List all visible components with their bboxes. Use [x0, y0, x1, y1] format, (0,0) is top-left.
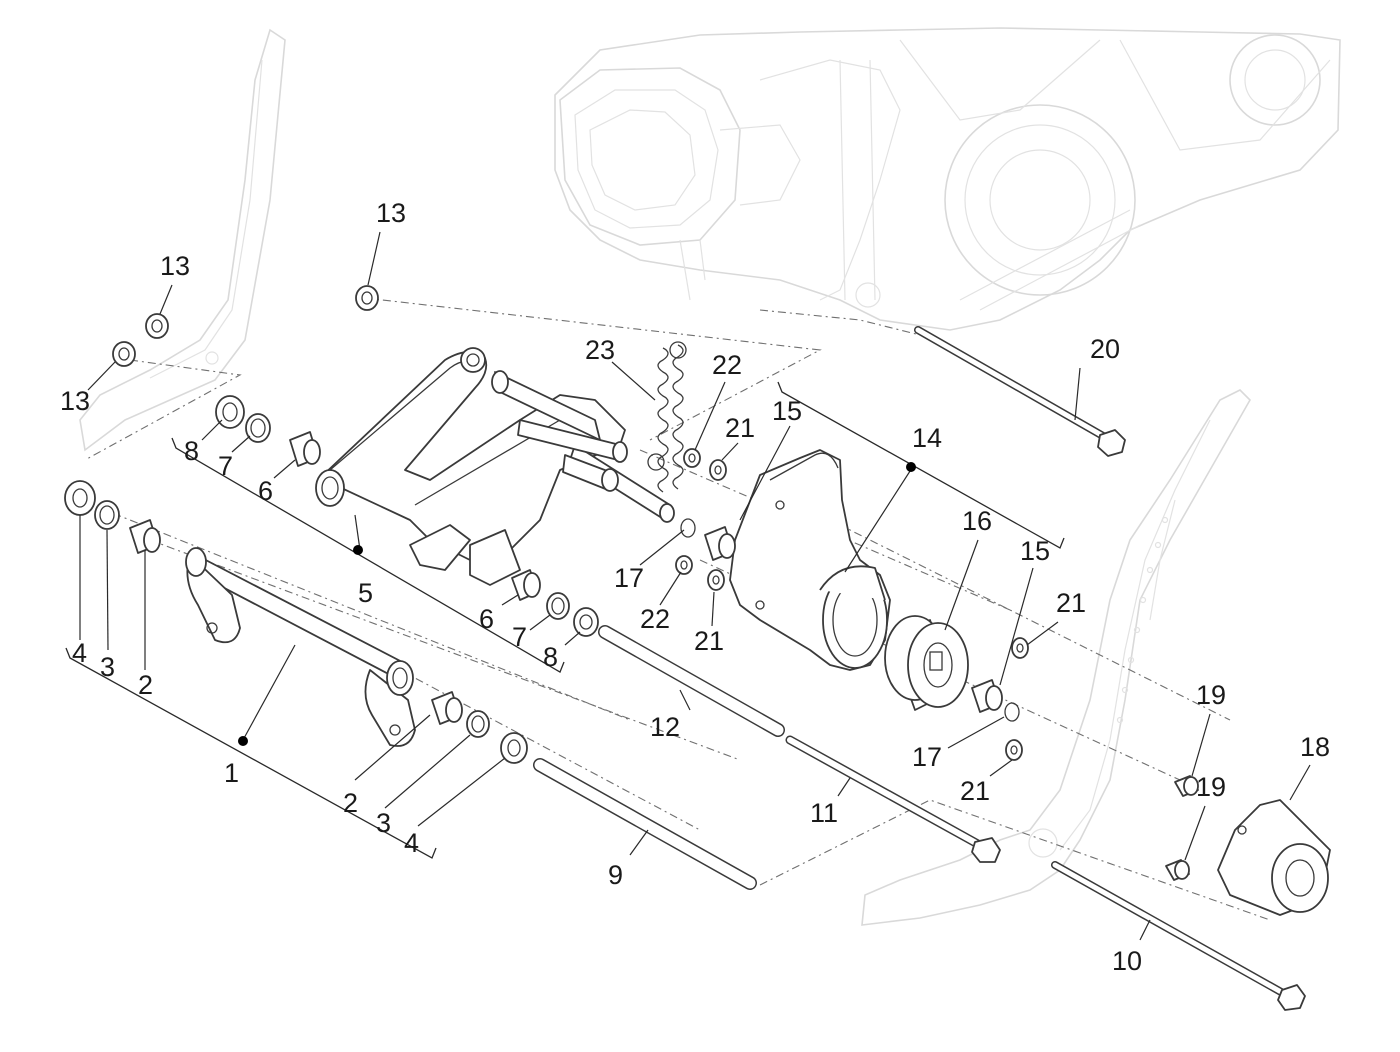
callout-20: 20: [1090, 334, 1120, 364]
callout-9: 9: [608, 860, 623, 890]
callout-13: 13: [376, 198, 406, 228]
bracket-group-1: [65, 647, 437, 859]
part-15-bushing: [704, 526, 736, 561]
part-8-washer: [215, 395, 245, 429]
callout-labels: 13 13 13 8 7 6 4 3 2 1 2 3 4 5 6 7 8 23 …: [60, 198, 1330, 976]
callout-6: 6: [479, 604, 494, 634]
callout-12: 12: [650, 712, 680, 742]
part-21-washer: [709, 459, 727, 481]
callout-19: 19: [1196, 772, 1226, 802]
group-brackets: [65, 381, 1065, 859]
part-2-bushing: [431, 691, 463, 725]
callout-21: 21: [1056, 588, 1086, 618]
part-21-washer: [707, 569, 725, 591]
group-marker-dot-14: [906, 462, 916, 472]
part-8-washer: [573, 607, 599, 637]
part-19-screw: [1174, 775, 1199, 797]
callout-13: 13: [160, 251, 190, 281]
bracket-group-5: [171, 437, 565, 673]
part-7-ring: [245, 413, 271, 443]
callout-22: 22: [640, 604, 670, 634]
callout-3: 3: [100, 652, 115, 682]
callout-22: 22: [712, 350, 742, 380]
part-6-bushing: [289, 431, 321, 467]
callout-1: 1: [224, 758, 239, 788]
part-1-axle-bracket: [185, 547, 416, 747]
part-3-ring: [94, 500, 120, 530]
part-21-washer: [1005, 739, 1023, 761]
callout-21: 21: [725, 413, 755, 443]
callout-13: 13: [60, 386, 90, 416]
part-22-nut: [683, 448, 701, 468]
callout-11: 11: [810, 798, 838, 828]
callout-10: 10: [1112, 946, 1142, 976]
leader-lines: [79, 231, 1311, 941]
callout-7: 7: [512, 622, 527, 652]
part-21-washer: [1011, 637, 1029, 659]
engine-block-ghost: [554, 27, 1341, 331]
right-frame-ghost: [861, 389, 1251, 926]
callout-23: 23: [585, 335, 615, 365]
callout-16: 16: [962, 506, 992, 536]
group-marker-dot-5: [353, 545, 363, 555]
part-22-nut: [675, 555, 693, 575]
callout-4: 4: [404, 828, 419, 858]
left-frame-ghost: [79, 28, 286, 452]
part-23-spring: [647, 341, 687, 493]
part-7-ring: [546, 592, 570, 620]
part-15-bushing: [971, 679, 1003, 713]
part-13-nut: [355, 285, 379, 311]
callout-19: 19: [1196, 680, 1226, 710]
callout-15: 15: [1020, 536, 1050, 566]
callout-21: 21: [694, 626, 724, 656]
part-13-nut: [112, 341, 136, 367]
bracket-group-14: [777, 381, 1065, 549]
part-2-bushing: [129, 519, 161, 554]
part-18-cap: [1217, 799, 1331, 916]
callout-3: 3: [376, 808, 391, 838]
part-16-silent-block: [884, 615, 969, 711]
callout-6: 6: [258, 476, 273, 506]
part-3-ring: [466, 710, 490, 738]
callout-8: 8: [543, 642, 558, 672]
part-4-washer: [64, 480, 96, 516]
callout-17: 17: [912, 742, 942, 772]
small-parts: [64, 285, 1199, 881]
part-14-housing: [729, 449, 891, 671]
callout-21: 21: [960, 776, 990, 806]
part-17-clip: [680, 518, 696, 538]
group-marker-dot-1: [238, 736, 248, 746]
part-5-swing-arm: [315, 347, 675, 586]
callout-2: 2: [138, 670, 153, 700]
part-6-bushing: [511, 569, 541, 601]
callout-8: 8: [184, 436, 199, 466]
callout-17: 17: [614, 563, 644, 593]
callout-5: 5: [358, 578, 373, 608]
part-9-rod: [533, 758, 757, 890]
part-17-clip: [1004, 702, 1020, 722]
part-4-washer: [500, 732, 528, 764]
callout-18: 18: [1300, 732, 1330, 762]
part-19-screw: [1165, 859, 1190, 881]
part-10-bolt: [1051, 861, 1306, 1011]
callout-14: 14: [912, 423, 942, 453]
part-12-rod: [598, 625, 785, 737]
part-20-bolt: [914, 326, 1126, 457]
callout-7: 7: [218, 451, 233, 481]
callout-2: 2: [343, 788, 358, 818]
part-13-nut: [145, 313, 169, 339]
part-11-bolt: [785, 735, 1001, 863]
callout-15: 15: [772, 396, 802, 426]
callout-4: 4: [72, 638, 87, 668]
